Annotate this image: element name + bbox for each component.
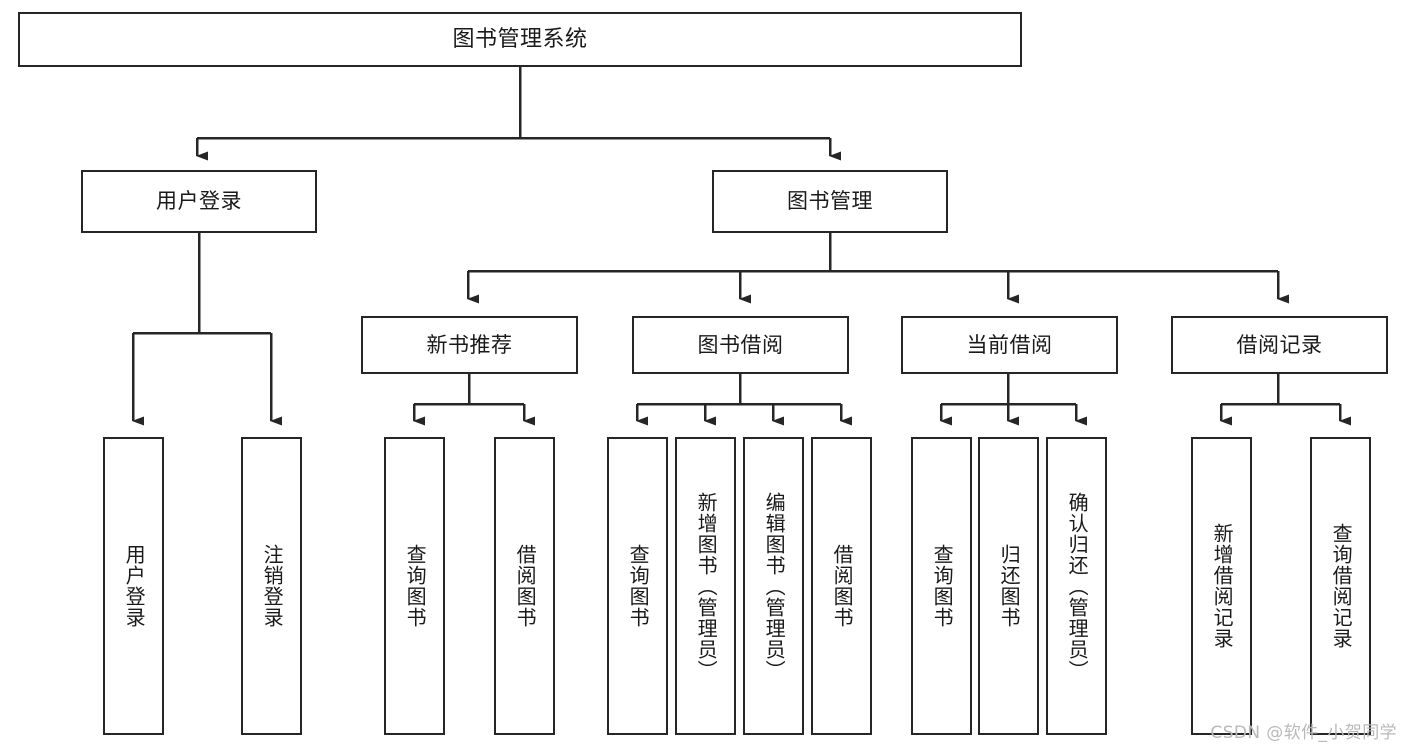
- node-label: 借阅记录: [1236, 332, 1323, 357]
- node-label: 确认归还（管理员）: [1065, 491, 1090, 681]
- node-leaf-borrow-book-1[interactable]: 借阅图书: [494, 437, 555, 735]
- node-user-login[interactable]: 用户登录: [81, 170, 317, 233]
- node-leaf-confirm-return[interactable]: 确认归还（管理员）: [1046, 437, 1107, 735]
- node-leaf-borrow-book-2[interactable]: 借阅图书: [811, 437, 872, 735]
- node-label: 新增借阅记录: [1210, 523, 1235, 649]
- node-leaf-query-book-2[interactable]: 查询图书: [607, 437, 668, 735]
- node-leaf-user-logout[interactable]: 注销登录: [241, 437, 302, 735]
- node-leaf-edit-book[interactable]: 编辑图书（管理员）: [743, 437, 804, 735]
- node-borrow-record[interactable]: 借阅记录: [1171, 316, 1388, 374]
- node-label: 借阅图书: [513, 544, 538, 628]
- node-leaf-query-book-3[interactable]: 查询图书: [911, 437, 972, 735]
- node-label: 图书管理: [787, 189, 873, 214]
- node-label: 归还图书: [997, 544, 1022, 628]
- node-label: 编辑图书（管理员）: [762, 491, 787, 681]
- node-leaf-add-book[interactable]: 新增图书（管理员）: [675, 437, 736, 735]
- node-leaf-query-book-1[interactable]: 查询图书: [384, 437, 445, 735]
- node-label: 图书借阅: [697, 332, 784, 357]
- node-leaf-user-login[interactable]: 用户登录: [103, 437, 164, 735]
- csdn-watermark: CSDN @软件_小贺同学: [1210, 723, 1397, 743]
- node-label: 图书管理系统: [452, 26, 588, 52]
- node-label: 查询图书: [930, 544, 955, 628]
- node-book-borrow[interactable]: 图书借阅: [632, 316, 849, 374]
- node-root-book-management-system[interactable]: 图书管理系统: [18, 12, 1022, 67]
- node-label: 用户登录: [122, 544, 147, 628]
- node-label: 新增图书（管理员）: [694, 491, 719, 681]
- node-label: 借阅图书: [830, 544, 855, 628]
- node-label: 查询图书: [403, 544, 428, 628]
- node-leaf-return-book[interactable]: 归还图书: [978, 437, 1039, 735]
- node-label: 当前借阅: [966, 332, 1053, 357]
- node-label: 注销登录: [260, 544, 285, 628]
- node-label: 新书推荐: [426, 332, 513, 357]
- node-leaf-query-record[interactable]: 查询借阅记录: [1310, 437, 1371, 735]
- node-book-management[interactable]: 图书管理: [712, 170, 948, 233]
- node-current-borrow[interactable]: 当前借阅: [901, 316, 1118, 374]
- node-label: 用户登录: [156, 189, 242, 214]
- node-label: 查询图书: [626, 544, 651, 628]
- node-new-book-recommend[interactable]: 新书推荐: [361, 316, 578, 374]
- node-label: 查询借阅记录: [1329, 523, 1354, 649]
- node-leaf-add-record[interactable]: 新增借阅记录: [1191, 437, 1252, 735]
